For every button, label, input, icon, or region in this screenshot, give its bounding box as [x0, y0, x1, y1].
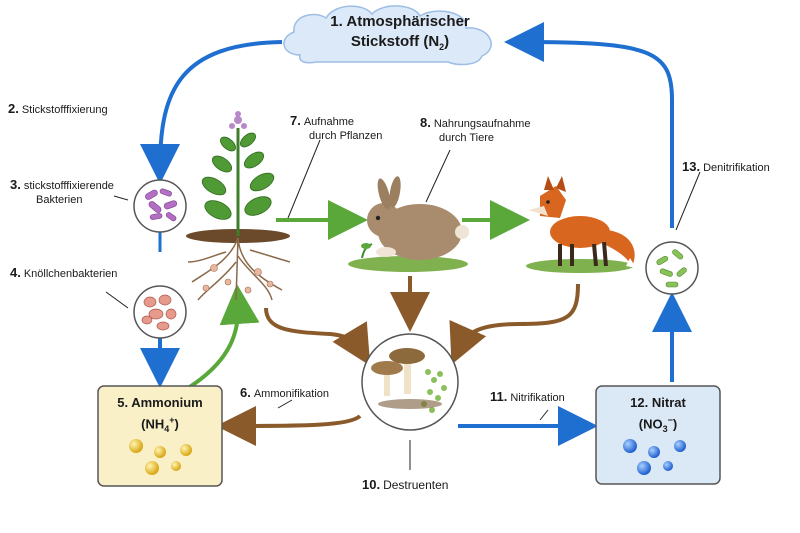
arrow-ammonium-to-plant: [186, 284, 260, 390]
ammonium-dots-icon: [129, 439, 192, 475]
label-nitrification: 11.Nitrifikation: [490, 389, 565, 405]
label-plant-uptake: 7.Aufnahme durch Pflanzen: [290, 113, 383, 143]
label-nitrogen-fixing-bacteria: 3.stickstofffixierende Bakterien: [10, 177, 114, 207]
nitrat-dots-icon: [623, 439, 686, 475]
arrow-destruenten-to-ammonium: [216, 405, 362, 446]
label-denitrification: 13.Denitrifikation: [682, 159, 770, 175]
label-nodule-bacteria: 4.Knöllchenbakterien: [10, 265, 118, 281]
ammonium-box: [97, 385, 223, 487]
fox-icon: [526, 176, 636, 273]
plant-icon: [186, 111, 291, 301]
denitrifying-bacteria-icon: [645, 241, 699, 295]
arrow-denitrifying-to-cloud: [504, 22, 674, 228]
label-nitrogen-fixation: 2.Stickstofffixierung: [8, 101, 108, 117]
cloud-icon: [283, 5, 492, 66]
label-atmospheric-nitrogen: 1. Atmosphärischer Stickstoff (N2): [330, 13, 470, 52]
arrow-plant-to-destruenten: [264, 307, 371, 366]
label-ammonium: 5. Ammonium (NH4+): [117, 395, 203, 434]
label-animal-intake: 8.Nahrungsaufnahme durch Tiere: [420, 115, 531, 145]
mushroom-icon: [361, 333, 459, 431]
nitrat-box: [595, 385, 721, 485]
label-decomposers: 10.Destruenten: [362, 477, 449, 493]
arrow-fox-to-destruenten: [449, 283, 580, 365]
rabbit-icon: [348, 176, 469, 272]
nodule-bacteria-icon: [133, 285, 187, 339]
arrow-cloud-to-bacteria: [140, 40, 283, 184]
bacteria-icon: [133, 179, 187, 233]
label-ammonification: 6.Ammonifikation: [240, 385, 330, 401]
label-nitrate: 12. Nitrat (NO3−): [630, 395, 686, 434]
